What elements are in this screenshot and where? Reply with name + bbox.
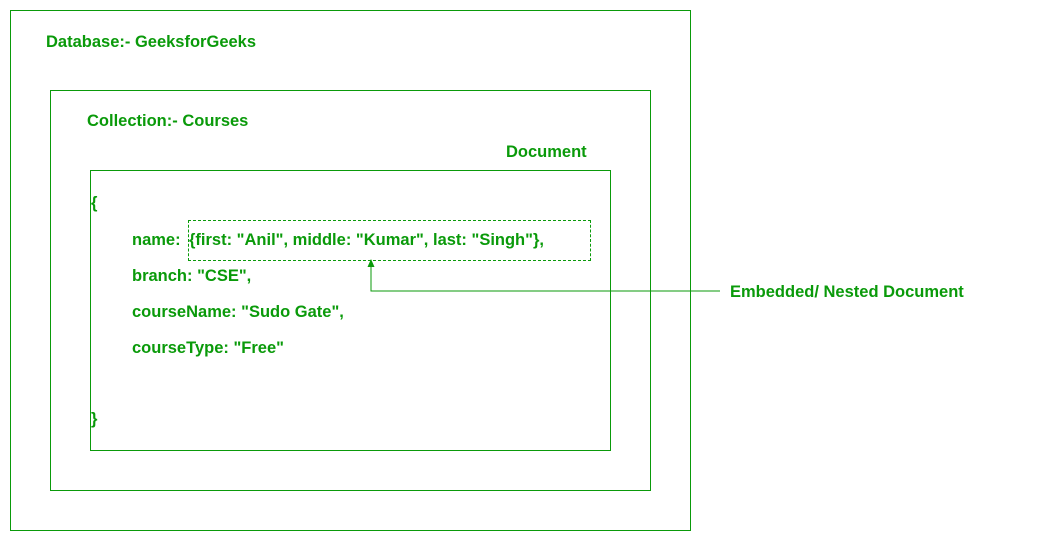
database-label: Database:- GeeksforGeeks <box>46 33 257 51</box>
connector-line <box>370 264 720 292</box>
nested-document-label: Embedded/ Nested Document <box>730 283 964 301</box>
name-field-key: name: <box>132 231 181 249</box>
document-box <box>90 170 611 451</box>
collection-label: Collection:- Courses <box>87 112 249 130</box>
open-brace: { <box>91 194 98 212</box>
course-type-field: courseType: "Free" <box>132 339 284 357</box>
nested-document-box <box>188 220 591 261</box>
course-name-field: courseName: "Sudo Gate", <box>132 303 344 321</box>
database-box <box>10 10 691 531</box>
document-label: Document <box>506 143 587 161</box>
close-brace: } <box>91 410 98 428</box>
name-field-value: {first: "Anil", middle: "Kumar", last: "… <box>189 231 544 249</box>
arrow-head-icon <box>367 259 375 267</box>
branch-field: branch: "CSE", <box>132 267 252 285</box>
